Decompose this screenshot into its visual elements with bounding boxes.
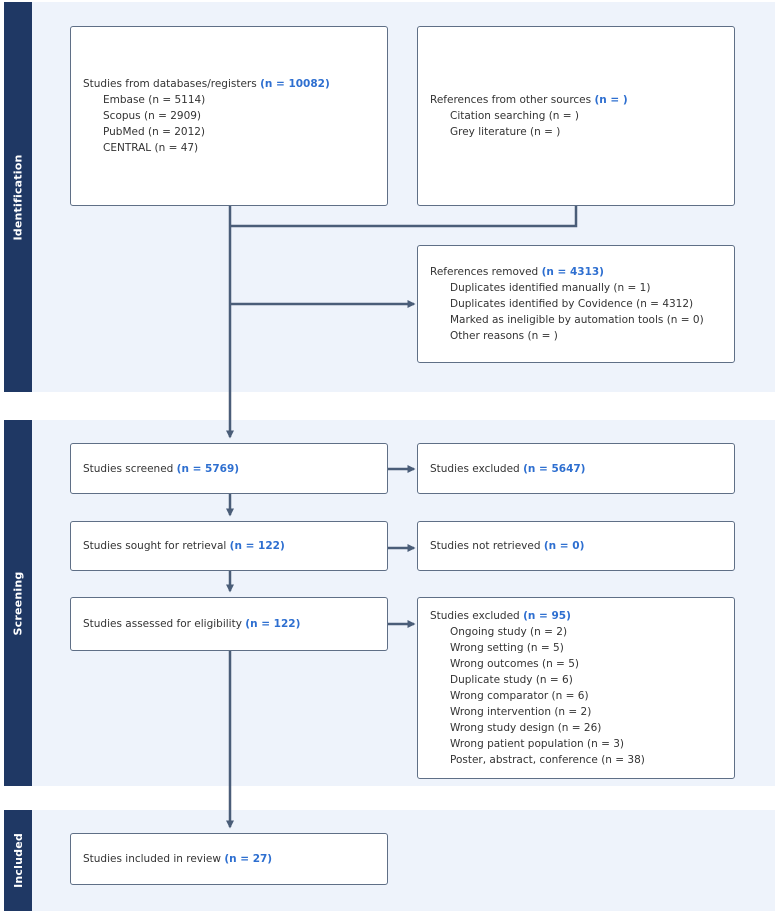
excluded-screen-title: Studies excluded — [430, 462, 520, 475]
databases-count: (n = 10082) — [260, 78, 330, 90]
other-sources-box: References from other sources (n = ) Cit… — [417, 26, 735, 206]
list-item: Duplicates identified manually (n = 1) — [450, 282, 651, 294]
sought-box: Studies sought for retrieval (n = 122) — [70, 521, 388, 571]
excluded-screen-box: Studies excluded (n = 5647) — [417, 443, 735, 494]
included-count: (n = 27) — [224, 853, 273, 865]
list-item: PubMed (n = 2012) — [103, 126, 206, 138]
list-item: Wrong study design (n = 26) — [450, 722, 602, 734]
excluded-full-box: Studies excluded (n = 95) Ongoing study … — [417, 597, 735, 779]
screening-label: Screening — [4, 420, 32, 786]
excluded-full-title: Studies excluded — [430, 610, 520, 622]
list-item: Scopus (n = 2909) — [103, 110, 202, 122]
list-item: Wrong outcomes (n = 5) — [450, 658, 579, 670]
databases-box: Studies from databases/registers (n = 10… — [70, 26, 388, 206]
removed-title: References removed — [430, 266, 539, 278]
sought-count: (n = 122) — [229, 540, 285, 552]
list-item: Duplicate study (n = 6) — [450, 674, 573, 686]
assessed-count: (n = 122) — [245, 618, 301, 630]
excluded-full-count: (n = 95) — [523, 610, 571, 622]
not-retrieved-title: Studies not retrieved — [430, 540, 541, 552]
list-item: Citation searching (n = ) — [450, 110, 580, 122]
list-item: Poster, abstract, conference (n = 38) — [450, 754, 645, 766]
included-title: Studies included in review — [83, 853, 221, 865]
sought-title: Studies sought for retrieval — [83, 540, 227, 552]
assessed-box: Studies assessed for eligibility (n = 12… — [70, 597, 388, 651]
removed-box: References removed (n = 4313) Duplicates… — [417, 245, 735, 363]
assessed-title: Studies assessed for eligibility — [83, 618, 242, 630]
list-item: Embase (n = 5114) — [103, 94, 206, 106]
databases-title: Studies from databases/registers — [83, 78, 257, 90]
removed-count: (n = 4313) — [541, 266, 604, 278]
screened-box: Studies screened (n = 5769) — [70, 443, 388, 494]
included-label: Included — [4, 810, 32, 911]
list-item: Ongoing study (n = 2) — [450, 626, 568, 638]
not-retrieved-box: Studies not retrieved (n = 0) — [417, 521, 735, 571]
other-sources-count: (n = ) — [594, 94, 628, 106]
not-retrieved-count: (n = 0) — [543, 540, 585, 552]
list-item: Marked as ineligible by automation tools… — [450, 314, 704, 326]
list-item: Wrong intervention (n = 2) — [450, 706, 592, 718]
list-item: Wrong comparator (n = 6) — [450, 690, 589, 702]
screened-count: (n = 5769) — [176, 462, 240, 475]
other-sources-title: References from other sources — [430, 94, 592, 106]
list-item: Duplicates identified by Covidence (n = … — [450, 298, 694, 310]
list-item: Wrong patient population (n = 3) — [450, 738, 624, 750]
screened-title: Studies screened — [83, 462, 174, 475]
connector-other-merge — [230, 206, 578, 228]
list-item: Wrong setting (n = 5) — [450, 642, 564, 654]
included-box: Studies included in review (n = 27) — [70, 833, 388, 885]
excluded-screen-count: (n = 5647) — [523, 462, 586, 475]
list-item: CENTRAL (n = 47) — [103, 142, 199, 154]
list-item: Grey literature (n = ) — [450, 126, 561, 138]
identification-label: Identification — [4, 2, 32, 392]
list-item: Other reasons (n = ) — [450, 330, 558, 342]
